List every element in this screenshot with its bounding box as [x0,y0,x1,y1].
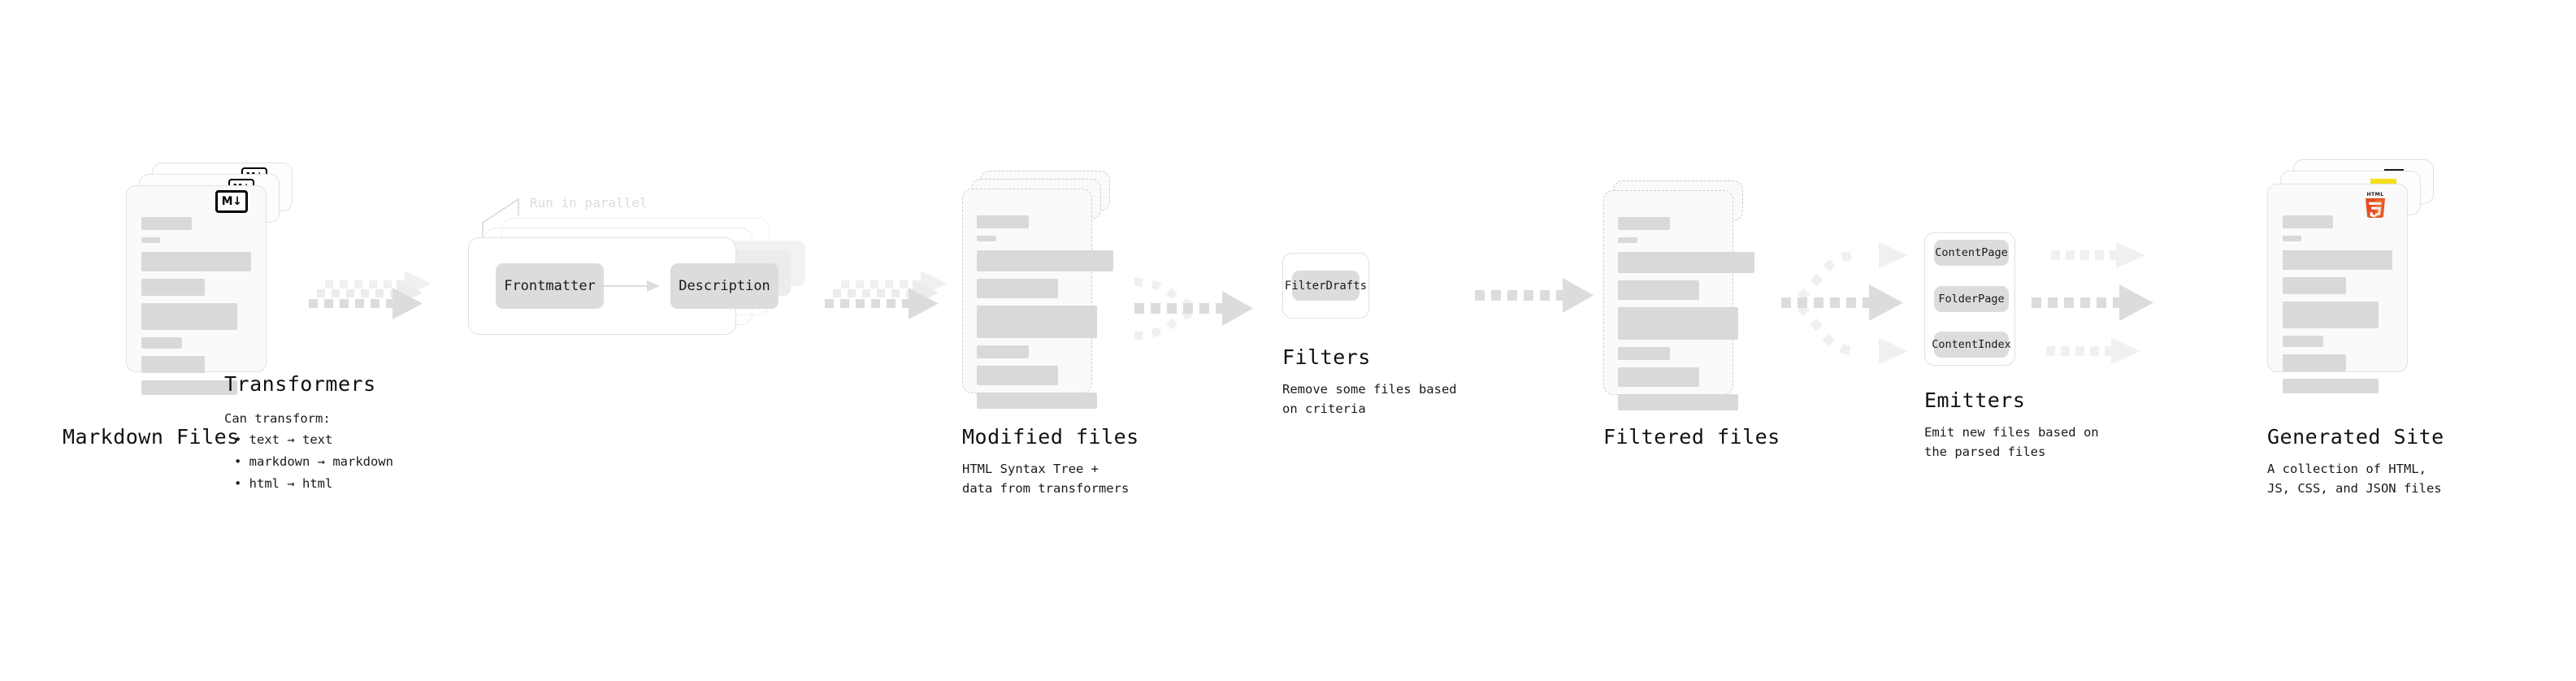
content-bar [1618,347,1670,360]
content-bar [2283,379,2379,393]
content-bar [977,279,1058,298]
chip-contentindex[interactable]: ContentIndex [1932,332,2011,358]
content-bar [1618,307,1738,340]
stage-title-emitters: Emitters [1924,388,2026,412]
content-bar [141,279,205,296]
bullet-dot: • [234,432,249,447]
content-bar [2283,354,2346,371]
stage-title-generated-site: Generated Site [2267,425,2444,449]
content-bar [2283,215,2333,228]
filtered-doc-stack [1603,180,1782,424]
content-bar [2283,277,2346,294]
inner-arrow-frontmatter-to-description [603,280,660,292]
doc-content-bars [2283,215,2392,401]
content-bar [141,380,237,395]
content-bar [977,366,1058,385]
connector-emitters-to-site [2032,242,2153,364]
modified-files-subtitle: HTML Syntax Tree + data from transformer… [962,462,1130,496]
content-bar [2283,336,2323,347]
content-bar [977,345,1029,358]
connector-modified-to-filters [1134,278,1253,340]
chip-description[interactable]: Description [670,263,778,309]
content-bar [141,303,237,330]
content-bar [977,236,996,241]
doc-content-bars [141,217,251,402]
stage-title-filtered-files: Filtered files [1603,425,1780,449]
content-bar [141,337,182,349]
content-bar [1618,280,1699,300]
bullet-text: markdown → markdown [249,454,393,469]
content-bar [2283,250,2392,270]
transformers-bullet-2: • html → html [234,475,332,494]
stage-title-modified-files: Modified files [962,425,1139,449]
bullet-dot: • [234,476,249,491]
content-bar [1618,252,1754,273]
run-in-parallel-bracket [482,197,519,241]
content-bar [1618,237,1637,243]
content-bar [1618,367,1699,387]
content-bar [977,393,1097,409]
chip-contentpage[interactable]: ContentPage [1934,240,2009,266]
content-bar [1618,394,1738,410]
connector-filtered-to-emitters [1780,242,1908,364]
bullet-text: text → text [249,432,333,447]
modified-doc-stack [962,171,1141,423]
stage-title-markdown-files: Markdown Files [63,425,240,449]
doc-content-bars [1618,217,1754,418]
emitters-subtitle: Emit new files based on the parsed files [1924,425,2099,459]
chip-filterdrafts[interactable]: FilterDrafts [1285,271,1367,301]
transformers-subtitle: Can transform: [224,411,331,426]
content-bar [977,250,1113,271]
content-bar [1618,217,1670,230]
connector-filters-to-filtered [1475,278,1594,313]
bullet-text: html → html [249,476,333,491]
stage-title-filters: Filters [1282,345,1371,369]
content-bar [977,306,1097,338]
connector-md-to-transformers [309,271,431,319]
svg-text:HTML: HTML [2366,192,2383,197]
doc-front [126,185,267,395]
doc-front [962,189,1113,409]
transformers-bullet-1: • markdown → markdown [234,453,393,472]
bullet-dot: • [234,454,249,469]
stage-title-transformers: Transformers [224,372,376,396]
content-bar [141,237,160,243]
filters-subtitle: Remove some files based on criteria [1282,382,1457,416]
transformers-bullet-0: • text → text [234,431,332,450]
markdown-doc-stack: M↓ M↓ M↓ [126,163,305,414]
content-bar [2283,236,2301,241]
content-bar [141,356,205,373]
generated-doc-stack: HTML [2267,159,2454,419]
chip-folderpage[interactable]: FolderPage [1934,286,2009,312]
doc-front [1603,190,1754,410]
content-bar [977,215,1029,228]
markdown-icon: M↓ [215,190,248,213]
content-bar [141,252,251,271]
doc-content-bars [977,215,1113,416]
doc-front [2267,184,2408,393]
chip-frontmatter[interactable]: Frontmatter [496,263,604,309]
connector-transformers-to-modified [825,271,947,319]
content-bar [2283,301,2379,328]
html5-icon: HTML [2366,192,2385,218]
run-in-parallel-label: Run in parallel [530,195,648,210]
generated-site-subtitle: A collection of HTML, JS, CSS, and JSON … [2267,462,2442,496]
content-bar [141,217,192,230]
